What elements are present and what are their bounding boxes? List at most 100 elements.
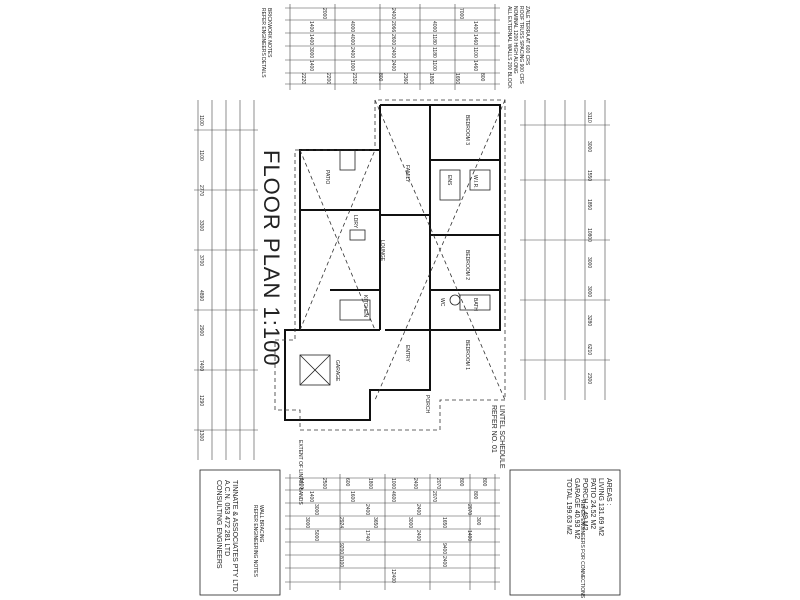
room-label-wir: W.I.R. <box>472 175 478 189</box>
dimension-value: 4600 <box>389 491 396 503</box>
room-label-bath: BATH <box>472 298 478 311</box>
dimension-value: 3700 <box>198 254 204 266</box>
room-label-garage: GARAGE <box>334 360 340 382</box>
engineer-acn: A.C.N. 053 472 281 LTD <box>223 480 230 557</box>
dimension-value: 2070 <box>430 491 437 503</box>
dimension-value: 800 <box>471 491 478 500</box>
dimension-value: 1290 <box>198 394 204 406</box>
dimension-value: 2300 <box>586 372 592 384</box>
dimension-value: 1180 <box>430 34 437 45</box>
dimension-value: 3000 <box>312 504 319 516</box>
dimension-value: 3280 <box>586 314 592 326</box>
dimension-value: 1000 <box>389 478 396 490</box>
room-label-wc: WC <box>439 298 445 307</box>
dimension-value: 3000 <box>307 47 314 59</box>
engineer-block-frame <box>199 469 621 596</box>
dimension-value: 1100 <box>471 47 478 58</box>
room-label-bed1: BEDROOM 1 <box>464 340 470 371</box>
dimension-value: 2400 <box>389 47 396 59</box>
notes-top-right: ZALE TERRA AT 600 CRS ROOF TRUSS SPACING… <box>506 6 530 89</box>
dimension-value: 1460 <box>471 34 478 46</box>
dimension-value: 9400 <box>440 543 447 555</box>
dimension-value: 9200 <box>338 543 345 555</box>
dimension-value: 2310 <box>351 73 358 85</box>
engineer-role: CONSULTING ENGINEERS <box>215 480 222 569</box>
dimension-value: 1740 <box>363 530 370 542</box>
dimension-value: 600 <box>343 478 350 487</box>
dimension-value: 1400 <box>466 530 473 542</box>
dimension-value: 7000 <box>457 8 464 20</box>
dimension-value: 800 <box>479 73 486 82</box>
room-label-patio: PATIO <box>324 170 330 185</box>
dimension-value: 2400 <box>348 47 355 59</box>
bottom-dimension-lines <box>285 474 500 590</box>
areas-row: LIVING 131.69 M2 <box>597 478 604 536</box>
room-label-bed3: BEDROOM 3 <box>464 115 470 146</box>
dimension-value: 1400 <box>307 60 314 72</box>
dimension-value: 1400 <box>307 491 314 503</box>
notes-left: BRICKWORK NOTES REFER ENGINEERS DETAILS <box>260 8 272 78</box>
dimension-value: 4000 <box>430 21 437 33</box>
dimension-value: 2400 <box>363 504 370 516</box>
dimension-value: 8100 <box>338 556 345 568</box>
dimension-value: 2400 <box>389 8 396 20</box>
dimension-value: 2900 <box>198 324 204 336</box>
dimension-value: 1100 <box>198 114 204 126</box>
dimension-value: 1460 <box>471 60 478 72</box>
dimension-value: 1650 <box>440 517 447 529</box>
lintel-schedule-label: LINTEL SCHEDULE REFER NO. 01 <box>490 405 505 469</box>
dimension-value: 800 <box>376 73 383 82</box>
dimension-value: 1300 <box>198 429 204 441</box>
dimension-value: 1000 <box>348 60 355 72</box>
areas-table: AREAS : LIVING 131.69 M2 PATIO 24.52 M2 … <box>564 478 612 539</box>
fixtures <box>299 149 491 386</box>
dimension-value: 1650 <box>453 73 460 85</box>
dimension-value: 2924 <box>338 517 345 529</box>
room-label-ens: ENS <box>446 175 452 186</box>
dimension-value: 3650 <box>372 517 379 529</box>
dimension-value: 3000 <box>586 285 592 297</box>
right-dimension-lines <box>520 100 610 400</box>
dimension-value: 3300 <box>198 219 204 231</box>
dimension-value: 12400 <box>389 569 396 583</box>
dimension-value: 2220 <box>299 73 306 85</box>
dimension-value: 1550 <box>586 169 592 181</box>
dimension-value: 1400 <box>298 478 305 490</box>
dimension-value: 2400 <box>412 478 419 490</box>
dimension-value: 1600 <box>348 491 355 503</box>
dimension-value: 2360 <box>402 73 409 85</box>
dimension-value: 1850 <box>586 198 592 210</box>
engineer-name: TINNATE & ASSOCIATES PTY LTD <box>231 480 238 592</box>
dimension-value: 2400 <box>415 530 422 542</box>
dimension-value: 2400 <box>415 504 422 516</box>
dimension-value: 10800 <box>586 227 592 242</box>
dimension-value: 2400 <box>440 556 447 568</box>
dimension-value: 3000 <box>586 256 592 268</box>
dimension-value: 1100 <box>430 60 437 71</box>
dimension-value: 3000 <box>586 140 592 152</box>
dimension-value: 300 <box>474 517 481 526</box>
dimension-value: 3000 <box>304 517 311 529</box>
dimension-value: 1400 <box>307 21 314 33</box>
dimension-value: 7400 <box>198 359 204 371</box>
dimension-value: 2070 <box>466 504 473 516</box>
dimension-value: 1400 <box>471 21 478 33</box>
dimension-value: 5000 <box>312 530 319 542</box>
room-label-porch: PORCH <box>424 395 430 414</box>
dimension-value: 2070 <box>435 478 442 490</box>
dimension-value: 2066 <box>389 21 396 33</box>
dimension-value: 3110 <box>586 111 592 123</box>
dimension-value: 4000 <box>348 21 355 33</box>
room-label-entry: ENTRY <box>404 345 410 362</box>
areas-heading: AREAS : <box>605 478 612 506</box>
dimension-value: 2770 <box>198 184 204 196</box>
room-label-bed2: BEDROOM 2 <box>464 250 470 281</box>
areas-row: TOTAL 199.63 M2 <box>565 478 572 535</box>
dimension-value: 2200 <box>325 73 332 85</box>
room-label-lounge: LOUNGE <box>379 240 385 262</box>
dimension-value: 1800 <box>427 73 434 85</box>
left-dimension-lines <box>194 100 258 460</box>
dimension-value: 1800 <box>366 478 373 490</box>
